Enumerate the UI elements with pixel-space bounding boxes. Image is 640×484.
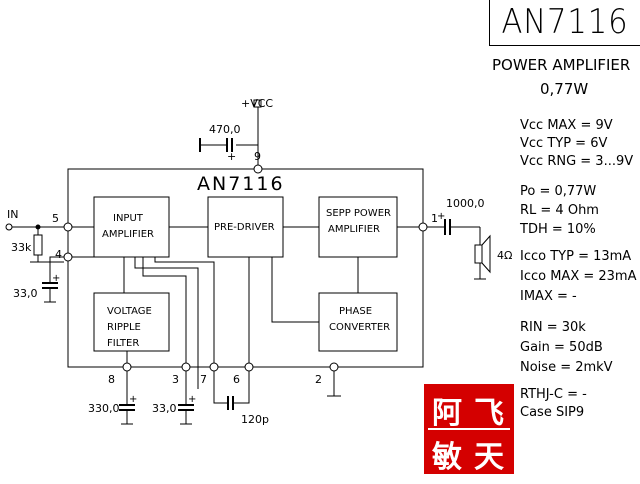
logo-char-2: 飞 xyxy=(474,396,504,431)
sepp-label-1: SEPP POWER xyxy=(326,208,391,219)
pin-9: 9 xyxy=(254,150,261,163)
c-pin3-plus: + xyxy=(188,394,196,405)
spec-rthj: RTHJ-C = - xyxy=(520,387,587,402)
input-terminal xyxy=(5,223,13,231)
chip-label: AN7116 xyxy=(197,173,285,195)
internal-wiring xyxy=(72,145,420,389)
title-box: AN7116 xyxy=(489,0,640,46)
pre-driver-label: PRE-DRIVER xyxy=(214,222,275,233)
c-pin3-label: 33,0 xyxy=(152,402,177,415)
c-vcc-plus: + xyxy=(227,150,236,163)
ripple-label-2: RIPPLE xyxy=(107,322,141,333)
spec-tdh: TDH = 10% xyxy=(520,222,596,237)
spec-vcc-typ: Vcc TYP = 6V xyxy=(520,136,608,151)
pin-5: 5 xyxy=(52,212,59,225)
c-out-plus: + xyxy=(437,211,445,222)
ripple-label-1: VOLTAGE xyxy=(107,306,152,317)
spec-rl: RL = 4 Ohm xyxy=(520,203,599,218)
subtitle-line-2: 0,77W xyxy=(540,80,589,98)
ripple-label-3: FILTER xyxy=(107,338,139,349)
logo-char-1: 阿 xyxy=(432,396,462,431)
spec-po: Po = 0,77W xyxy=(520,184,597,199)
spec-case: Case SIP9 xyxy=(520,405,585,420)
spec-rin: RIN = 30k xyxy=(520,320,586,335)
phase-label-2: CONVERTER xyxy=(329,322,390,333)
logo-char-3: 敏 xyxy=(432,440,462,475)
speaker-cone xyxy=(481,234,491,274)
speaker-label: 4Ω xyxy=(497,249,512,262)
r-33k-label: 33k xyxy=(11,241,32,254)
input-amplifier-label-2: AMPLIFIER xyxy=(102,229,154,240)
speaker-icon xyxy=(474,244,483,264)
phase-label-1: PHASE xyxy=(339,306,372,317)
pin-2: 2 xyxy=(315,373,322,386)
input-label: IN xyxy=(7,208,18,221)
spec-vcc-max: Vcc MAX = 9V xyxy=(520,118,613,133)
c-pin8-label: 330,0 xyxy=(88,402,120,415)
pin-6: 6 xyxy=(233,373,240,386)
spec-vcc-rng: Vcc RNG = 3...9V xyxy=(520,154,634,169)
vcc-label: +VCC xyxy=(241,97,273,110)
pin-8: 8 xyxy=(108,373,115,386)
pin-3: 3 xyxy=(172,373,179,386)
spec-gain: Gain = 50dB xyxy=(520,340,603,355)
c-pin8-plus: + xyxy=(129,394,137,405)
spec-imax: IMAX = - xyxy=(520,289,577,304)
ripple-filter-block xyxy=(93,292,170,352)
input-amplifier-label-1: INPUT xyxy=(113,213,144,224)
spec-noise: Noise = 2mkV xyxy=(520,360,613,375)
pin-7: 7 xyxy=(200,373,207,386)
c-pin4-label: 33,0 xyxy=(13,287,38,300)
c-out-label: 1000,0 xyxy=(446,197,485,210)
pin-1: 1 xyxy=(431,212,438,225)
subtitle-line-1: POWER AMPLIFIER xyxy=(492,56,631,74)
logo-divider xyxy=(428,428,510,430)
logo-char-4: 天 xyxy=(474,440,504,475)
seal-logo: 阿 飞 敏 天 xyxy=(424,384,514,475)
r-33k xyxy=(33,234,43,256)
spec-icco-typ: Icco TYP = 13mA xyxy=(520,249,632,264)
c-vcc-label: 470,0 xyxy=(209,123,241,136)
pin-4: 4 xyxy=(55,248,62,261)
sepp-label-2: AMPLIFIER xyxy=(328,224,380,235)
page-title: AN7116 xyxy=(501,2,629,42)
c-67-label: 120p xyxy=(241,413,269,426)
spec-icco-max: Icco MAX = 23mA xyxy=(520,269,637,284)
input-amplifier-block xyxy=(93,196,170,258)
c-pin4-plus: + xyxy=(52,273,60,284)
